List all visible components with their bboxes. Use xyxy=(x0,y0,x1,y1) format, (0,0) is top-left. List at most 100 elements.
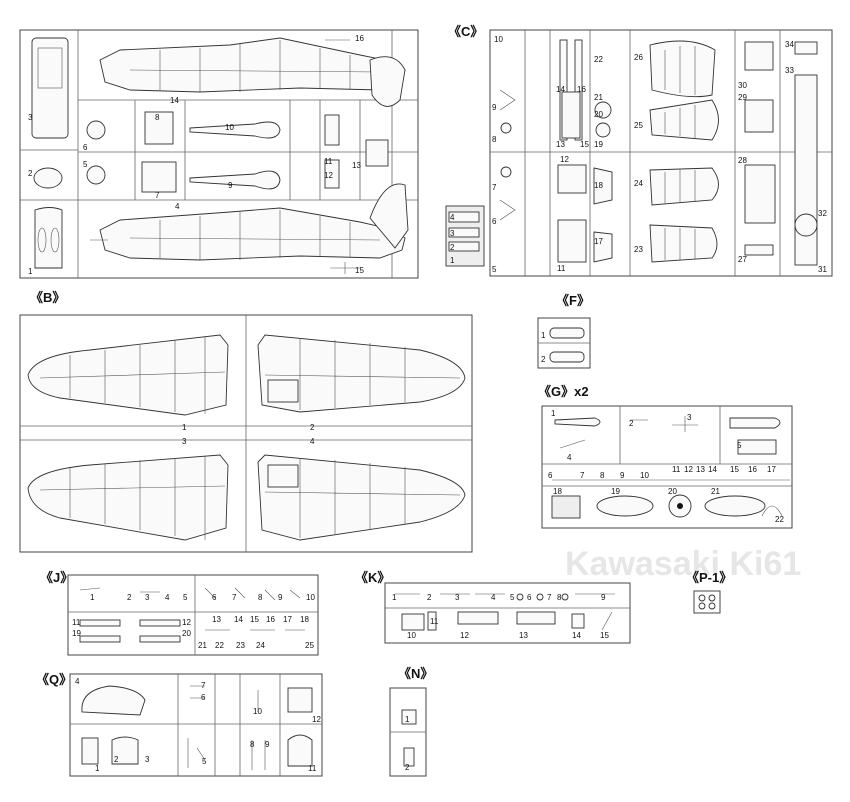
svg-text:11: 11 xyxy=(308,764,317,773)
svg-text:9: 9 xyxy=(278,593,283,602)
svg-text:31: 31 xyxy=(818,265,827,274)
section-c-label: 《C》 xyxy=(448,24,483,39)
svg-text:5: 5 xyxy=(737,441,742,450)
part-a13 xyxy=(365,139,389,167)
svg-text:6: 6 xyxy=(492,217,497,226)
svg-text:6: 6 xyxy=(548,471,553,480)
background-text: Kawasaki Ki61 xyxy=(565,545,801,583)
svg-text:13: 13 xyxy=(352,161,361,170)
svg-text:21: 21 xyxy=(594,93,603,102)
part-c26 xyxy=(649,40,716,98)
part-c17 xyxy=(593,231,613,263)
svg-text:17: 17 xyxy=(594,237,603,246)
part-c27 xyxy=(744,244,774,256)
svg-text:3: 3 xyxy=(455,593,460,602)
svg-text:5: 5 xyxy=(202,757,207,766)
svg-text:11: 11 xyxy=(672,465,681,474)
svg-text:2: 2 xyxy=(629,419,634,428)
svg-text:3: 3 xyxy=(687,413,692,422)
svg-text:13: 13 xyxy=(696,465,705,474)
part-g19 xyxy=(596,495,654,517)
part-q2 xyxy=(111,736,139,765)
svg-text:14: 14 xyxy=(234,615,243,624)
svg-text:12: 12 xyxy=(560,155,569,164)
section-p1-label: 《P-1》 xyxy=(686,570,732,585)
svg-text:22: 22 xyxy=(775,515,784,524)
svg-text:27: 27 xyxy=(738,255,747,264)
svg-text:1: 1 xyxy=(551,409,556,418)
part-g21 xyxy=(704,495,766,517)
svg-text:17: 17 xyxy=(767,465,776,474)
svg-text:26: 26 xyxy=(634,53,643,62)
svg-text:16: 16 xyxy=(748,465,757,474)
part-c29 xyxy=(744,99,774,133)
svg-text:20: 20 xyxy=(182,629,191,638)
svg-text:4: 4 xyxy=(75,677,80,686)
svg-text:9: 9 xyxy=(620,471,625,480)
part-c8 xyxy=(500,122,512,134)
svg-text:15: 15 xyxy=(250,615,259,624)
svg-text:14: 14 xyxy=(556,85,565,94)
svg-text:10: 10 xyxy=(306,593,315,602)
part-f2 xyxy=(549,351,585,363)
svg-text:9: 9 xyxy=(492,103,497,112)
part-c14 xyxy=(559,39,568,141)
part-a10 xyxy=(189,121,281,139)
sprue-c-numbers: 5 6 7 8 9 10 4 3 2 1 11 12 13 14 15 16 1… xyxy=(450,35,827,274)
part-a8 xyxy=(144,111,174,145)
sprue-b xyxy=(19,314,473,553)
part-n2 xyxy=(403,747,415,767)
svg-text:8: 8 xyxy=(258,593,263,602)
sprue-p1 xyxy=(693,590,721,614)
svg-text:11: 11 xyxy=(324,157,333,166)
sprue-a-numbers: 3 2 1 4 5 6 7 8 9 10 11 12 13 14 15 16 xyxy=(28,34,364,276)
part-q11 xyxy=(287,734,313,767)
sprue-k: 1 2 3 4 5 6 7 8 9 10 11 12 13 14 15 xyxy=(384,582,631,644)
part-c19 xyxy=(595,122,611,138)
svg-text:24: 24 xyxy=(256,641,265,650)
svg-text:11: 11 xyxy=(430,617,439,626)
svg-text:5: 5 xyxy=(183,593,188,602)
svg-text:7: 7 xyxy=(201,681,206,690)
svg-text:18: 18 xyxy=(594,181,603,190)
svg-text:2: 2 xyxy=(310,423,315,432)
svg-text:2: 2 xyxy=(541,355,546,364)
part-g18 xyxy=(551,495,581,519)
svg-text:16: 16 xyxy=(577,85,586,94)
part-c30 xyxy=(744,41,774,71)
part-c7 xyxy=(500,166,512,178)
part-g5 xyxy=(737,439,777,455)
section-j-label: 《J》 xyxy=(40,570,73,585)
svg-text:2: 2 xyxy=(450,243,455,252)
svg-text:4: 4 xyxy=(175,202,180,211)
svg-text:13: 13 xyxy=(556,140,565,149)
svg-text:6: 6 xyxy=(201,693,206,702)
part-a6 xyxy=(86,120,106,140)
svg-text:8: 8 xyxy=(250,740,255,749)
part-c24 xyxy=(649,167,719,206)
part-a11 xyxy=(324,159,340,189)
svg-text:2: 2 xyxy=(28,169,33,178)
part-c25 xyxy=(649,99,719,141)
svg-text:10: 10 xyxy=(225,123,234,132)
part-c20 xyxy=(594,101,612,119)
part-c16 xyxy=(561,91,581,139)
svg-text:28: 28 xyxy=(738,156,747,165)
svg-text:16: 16 xyxy=(266,615,275,624)
section-q-label: 《Q》 xyxy=(36,672,72,687)
svg-text:8: 8 xyxy=(492,135,497,144)
svg-text:1: 1 xyxy=(392,593,397,602)
svg-text:18: 18 xyxy=(553,487,562,496)
part-c11 xyxy=(557,219,587,263)
part-f1 xyxy=(549,327,585,339)
part-a2 xyxy=(33,167,63,189)
svg-text:25: 25 xyxy=(634,121,643,130)
svg-text:21: 21 xyxy=(198,641,207,650)
svg-text:30: 30 xyxy=(738,81,747,90)
svg-text:2: 2 xyxy=(127,593,132,602)
svg-text:1: 1 xyxy=(541,331,546,340)
svg-text:19: 19 xyxy=(72,629,81,638)
fuselage-half-upper xyxy=(99,37,406,93)
sprue-b-numbers: 1 3 2 4 xyxy=(182,423,315,446)
svg-text:3: 3 xyxy=(450,229,455,238)
